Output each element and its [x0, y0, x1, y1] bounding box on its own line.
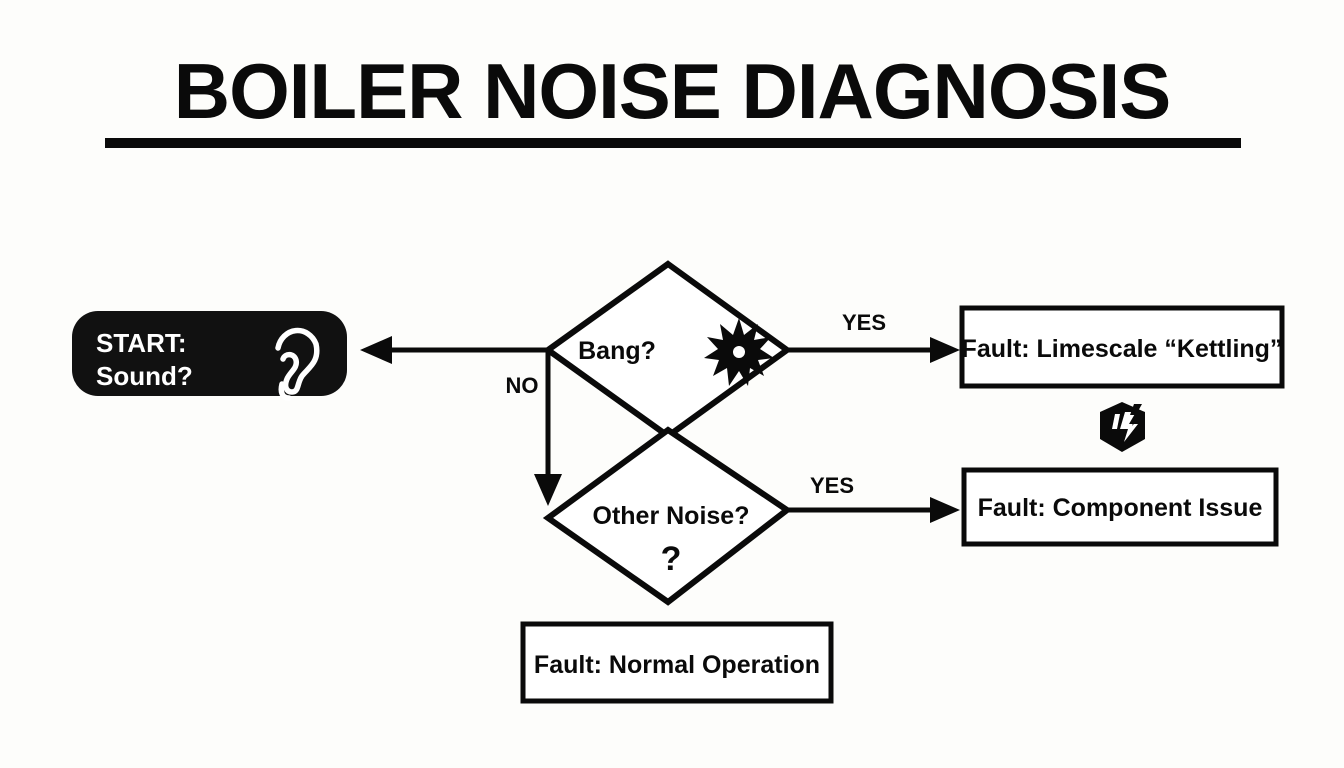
start-node-shape[interactable]: [72, 311, 347, 396]
outcome-normal-shape[interactable]: [520, 621, 834, 704]
edge-label-bang-no: NO: [506, 373, 539, 398]
node-start[interactable]: START: Sound?: [72, 311, 347, 401]
edge-label-other-noise-yes: YES: [810, 473, 854, 498]
decision-other-noise-sublabel: ?: [661, 540, 682, 578]
explosion-icon: [704, 318, 774, 386]
node-outcome-normal[interactable]: Fault: Normal Operation: [520, 621, 834, 704]
node-outcome-component[interactable]: Fault: Component Issue: [961, 467, 1279, 547]
node-decision-bang[interactable]: Bang?: [542, 260, 793, 440]
edge-bang-yes: YES: [787, 310, 960, 363]
node-outcome-limescale[interactable]: Fault: Limescale “Kettling”: [959, 305, 1285, 389]
decision-other-noise-shape[interactable]: [542, 426, 793, 606]
edge-other-noise-yes: YES: [787, 473, 960, 523]
edge-label-bang-yes: YES: [842, 310, 886, 335]
decision-other-noise-label: Other Noise?: [593, 502, 750, 530]
node-decision-other-noise[interactable]: Other Noise? ?: [542, 426, 793, 606]
arrowhead-icon: [534, 474, 562, 506]
arrowhead-icon: [930, 337, 960, 363]
outcome-limescale-shape[interactable]: [959, 305, 1285, 389]
edge-bang-to-start: [360, 336, 548, 364]
edge-bang-no: NO: [506, 350, 562, 506]
outcome-component-shape[interactable]: [961, 467, 1279, 547]
arrowhead-icon: [360, 336, 392, 364]
ear-icon: [275, 327, 320, 401]
start-node-line1: START:: [96, 328, 187, 358]
crack-lightning-icon: [1100, 402, 1145, 452]
outcome-normal-label: Fault: Normal Operation: [534, 651, 820, 679]
outcome-component-label: Fault: Component Issue: [978, 494, 1263, 522]
title-underline: [105, 138, 1241, 148]
outcome-limescale-label: Fault: Limescale “Kettling”: [962, 335, 1283, 363]
decision-bang-label: Bang?: [578, 337, 656, 365]
start-node-line2: Sound?: [96, 361, 193, 391]
arrowhead-icon: [930, 497, 960, 523]
page-title: BOILER NOISE DIAGNOSIS: [174, 47, 1170, 135]
